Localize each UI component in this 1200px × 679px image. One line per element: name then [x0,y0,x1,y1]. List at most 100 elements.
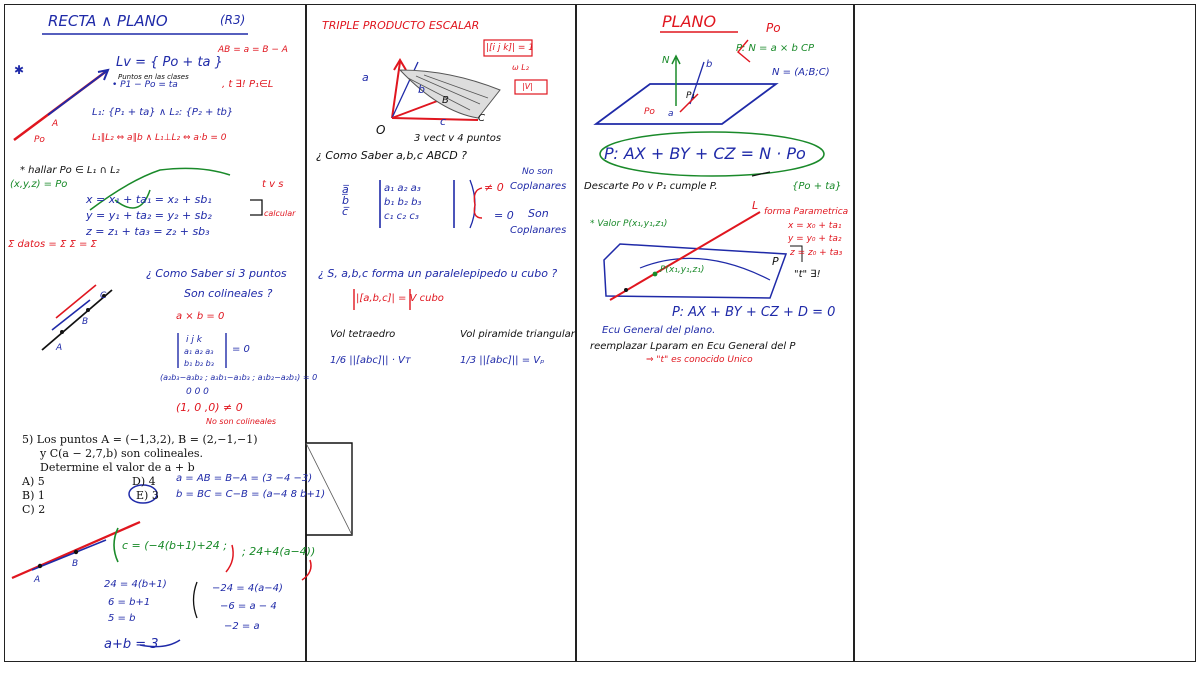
p1-p1-minus-po: • P1 − Po = ta [112,80,178,90]
p3-b-label: b [706,59,713,70]
p1-work-4: −24 = 4(a−4) [212,583,283,594]
p3-n-def: N = (A;B;C) [772,67,830,78]
p1-pt-b: B [82,317,89,327]
p3-reemplazar: reemplazar Lparam en Ecu General del P [590,341,796,352]
p1-sol-c: c = (−4(b+1)+24 ; [122,539,227,552]
p1-work-2: 6 = b+1 [108,597,151,608]
p1-l1-l2: L₁: {P₁ + ta} ∧ L₂: {P₂ + tb} [92,107,234,118]
p1-t-exist: , t ∃! P₁∈L [222,79,274,90]
p3-pdef: P: N = a × b CP [736,43,815,54]
p2-ijk-sub: ω L₂ [512,63,529,72]
p2-lab-C: C [478,113,485,124]
p1-y-eq: y = y₁ + ta₂ = y₂ + sb₂ [86,209,212,222]
p3-l-label: L [752,199,759,212]
p1-t-v-s: t v s [262,179,284,190]
p1-pt-c: C [100,291,107,301]
p1-det-eq0: = 0 [232,344,250,355]
p1-lv-def: Lv = { Po + ta } [116,55,223,70]
p3-p1-label: P₁ [686,91,696,101]
p2-ijk-box: |[i j k]| = 1 [486,43,535,53]
p1-pt-a: A [56,343,63,353]
p2-m-row3: c₁ c₂ c₃ [384,211,419,222]
p2-question: ¿ Como Saber a,b,c ABCD ? [316,149,467,162]
option-a: A) 5 [22,475,45,488]
p2-neq0: ≠ 0 [484,181,504,194]
p3-po: Po [766,21,781,35]
p2-lab-a: a [362,71,369,84]
p2-coplanares2: Coplanares [510,225,567,236]
p1-sol-ab: a = AB = B−A = (3 −4 −3) [176,473,313,484]
p1-star-icon: ✱ [14,63,25,77]
option-d: D) 4 [132,475,156,488]
p1-bottom-a: A [34,575,41,585]
p1-colineal-q2: Son colineales ? [184,287,273,300]
option-e: E) 3 [136,489,159,502]
p2-eq0: = 0 [494,209,514,222]
p1-zeros: 0 0 0 [186,387,209,397]
p2-vol-pir: Vol piramide triangular [460,329,575,340]
p1-eleccion: Σ datos = Σ Σ = Σ [8,239,97,250]
p1-title: RECTA ∧ PLANO [48,12,168,30]
panel-empty [854,4,1196,662]
p1-work-1: 24 = 4(b+1) [104,579,167,590]
p1-no-colineales: No son colineales [206,417,277,426]
p3-x-param: x = x₀ + ta₁ [788,221,842,231]
p2-m-row2: b₁ b₂ b₃ [384,197,422,208]
option-b: B) 1 [22,489,45,502]
p1-po-label: Po [34,135,45,145]
p2-lab-B: B [442,95,449,106]
p1-xyz-po: (x,y,z) = Po [10,179,68,190]
p3-descarte: Descarte Po v P₁ cumple P. [584,181,718,192]
p3-y-param: y = y₀ + ta₂ [788,234,842,244]
p2-lab-c: c [440,115,447,128]
p1-sol-c2: ; 24+4(a−4)) [242,545,316,558]
panel-recta-plano [4,4,306,662]
p3-point: P(x₁,y₁,z₁) [660,265,705,275]
p2-three-vect: 3 vect v 4 puntos [414,133,502,144]
problem-line-1: 5) Los puntos A = (−1,3,2), B = (2,−1,−1… [22,433,258,446]
p3-title: PLANO [662,12,717,31]
p2-coplanares: Coplanares [510,181,567,192]
option-c: C) 2 [22,503,46,516]
p2-vol-tet: Vol tetraedro [330,329,396,340]
p1-cross-expr: (a₂b₃−a₃b₂ ; a₃b₁−a₁b₃ ; a₁b₂−a₂b₁) = 0 [160,373,318,382]
p2-son: Son [528,207,549,220]
p2-title: TRIPLE PRODUCTO ESCALAR [322,19,480,32]
p1-work-5: −6 = a − 4 [220,601,277,612]
p2-abc-left: a̅b̅c̅ [342,183,349,218]
p1-ab-def: AB = a = B − A [218,45,288,55]
p1-colineal-q1: ¿ Como Saber si 3 puntos [146,267,287,280]
p1-answer: a+b = 3 [104,637,159,652]
p1-parallel-cond: L₁∥L₂ ⇔ a∥b ∧ L₁⊥L₂ ⇔ a·b = 0 [92,133,227,143]
p1-a123: a₁ a₂ a₃ [184,347,214,356]
p2-question2: ¿ S, a,b,c forma un paralelepipedo u cub… [318,267,558,280]
p3-P-label: P [772,255,779,268]
p2-m-row1: a₁ a₂ a₃ [384,183,421,194]
p3-plane-general: P: AX + BY + CZ + D = 0 [672,305,836,320]
p2-no-son: No son [522,167,553,177]
p3-po-label: Po [644,107,655,117]
p1-result: (1, 0 ,0) ≠ 0 [176,401,243,414]
p3-ecu-general: Ecu General del plano. [602,325,716,336]
p1-clases-note: Puntos en las clases [118,73,189,81]
problem-line-2: y C(a − 2,7,b) son colineales. [40,447,203,460]
p1-b123: b₁ b₂ b₃ [184,359,214,368]
p1-ijk: i j k [186,335,202,345]
p1-x-eq: x = x₁ + ta₁ = x₂ + sb₁ [86,193,212,206]
p2-lab-O: O [376,123,386,137]
p3-plane-eq: P: AX + BY + CZ = N · Po [604,144,806,163]
p3-n-label: N [662,55,670,66]
p3-valor: * Valor P(x₁,y₁,z₁) [590,219,668,229]
p1-work-3: 5 = b [108,613,136,624]
p1-r3-label: (R3) [220,13,246,27]
p3-a-label: a [668,109,674,119]
p3-t-exist: "t" ∃! [794,269,821,280]
p1-vec-a-label: A [52,119,59,129]
p3-po-ta: {Po + ta} [792,181,842,192]
p3-z-param: z = z₀ + ta₃ [790,248,843,258]
p2-vcubo: |[a,b,c]| = V cubo [356,293,444,304]
p1-axb-zero: a × b = 0 [176,311,225,322]
p1-hallar: * hallar Po ∈ L₁ ∩ L₂ [20,165,120,176]
p2-vt: 1/6 ||[abc]|| · Vт [330,355,411,366]
